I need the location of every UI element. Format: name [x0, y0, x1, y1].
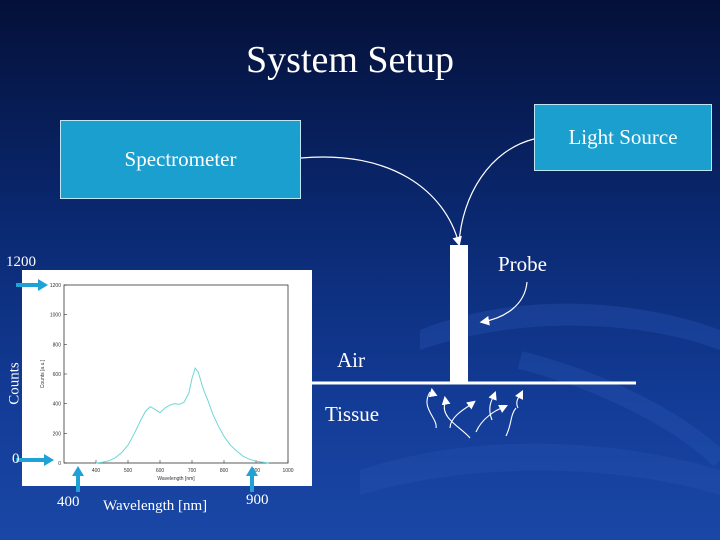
light-source-box: Light Source [534, 104, 712, 171]
x-left-arrow [72, 466, 84, 492]
y-tick-label: 200 [53, 431, 62, 437]
spectrometer-to-probe-fiber [300, 156, 462, 247]
x-tick-label: 400 [92, 468, 101, 474]
x-tick-label: 800 [220, 468, 229, 474]
air-label: Air [337, 348, 365, 372]
probe-callout-arrow [479, 281, 528, 326]
y-top-arrow [16, 279, 48, 291]
slide-title: System Setup [246, 39, 454, 81]
x-tick-label: 900 [252, 468, 261, 474]
cyan-callout-arrows [16, 279, 258, 492]
y-tick-label: 0 [58, 461, 61, 467]
x-tick-label: 1000 [282, 468, 293, 474]
spectrometer-label: Spectrometer [124, 147, 237, 171]
counts-axis-label: Counts [6, 362, 23, 405]
y-tick-label: 800 [53, 342, 62, 348]
y-tick-label: 1000 [50, 313, 61, 319]
spectrometer-box: Spectrometer [60, 120, 301, 199]
y-annotation-bottom: 0 [12, 451, 20, 467]
probe-label: Probe [498, 252, 547, 276]
probe [450, 245, 468, 383]
light-source-label: Light Source [568, 125, 678, 149]
y-tick-label: 600 [53, 372, 62, 378]
y-tick-label: 400 [53, 402, 62, 408]
plot-x-axis-title: Wavelength [nm] [157, 476, 195, 482]
scattered-light-arrows [426, 387, 523, 439]
spectrum-line [95, 366, 269, 464]
light-source-to-probe-fiber [458, 138, 535, 245]
x-tick-label: 600 [156, 468, 165, 474]
x-tick-label: 500 [124, 468, 133, 474]
x-tick-label: 700 [188, 468, 197, 474]
y-tick-label: 1200 [50, 283, 61, 289]
y-bottom-arrow [16, 454, 54, 466]
x-annotation-left: 400 [57, 494, 80, 510]
plot-y-axis-title: Counts [a.u.] [40, 359, 46, 388]
x-axis-label: Wavelength [nm] [103, 498, 208, 514]
y-annotation-top: 1200 [6, 254, 36, 270]
x-right-arrow [246, 466, 258, 492]
spectrum-plot: 400 500 600 700 800 900 1000 0 200 400 600 800 1000 1… [22, 270, 312, 486]
x-annotation-right: 900 [246, 492, 269, 508]
tissue-label: Tissue [325, 402, 380, 426]
